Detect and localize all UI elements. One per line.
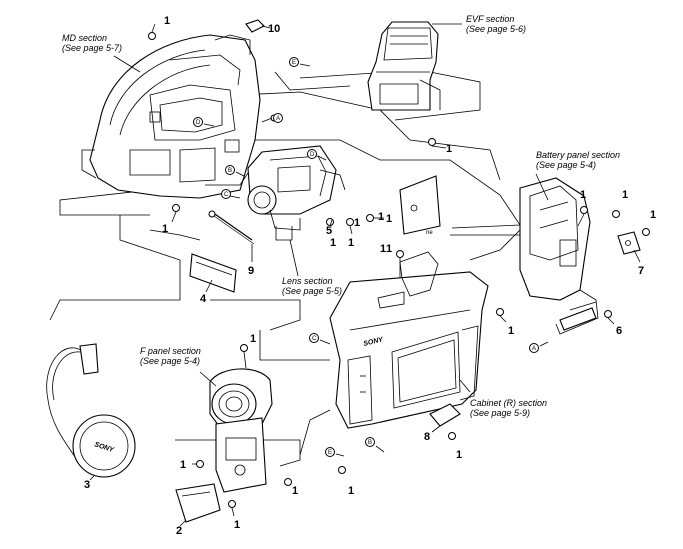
section-page-ref: (See page 5-5) — [282, 286, 343, 296]
callout: 4 — [200, 293, 207, 305]
svg-text:C: C — [224, 192, 229, 198]
section-page-ref: (See page 5-6) — [466, 24, 527, 34]
bracket-part-8 — [429, 403, 461, 427]
callout: 1 — [330, 237, 336, 249]
callout: 1 — [386, 213, 392, 225]
section-name: Cabinet (R) section — [470, 398, 548, 408]
marker-a-right: A — [529, 341, 549, 353]
f-panel-assembly — [209, 368, 273, 493]
section-name: MD section — [62, 33, 108, 43]
svg-text:E: E — [328, 450, 332, 456]
section-page-ref: (See page 5-7) — [62, 43, 123, 53]
callout: 10 — [268, 23, 280, 35]
evf-section-assembly — [367, 21, 441, 111]
bracket-ne — [399, 175, 441, 235]
leader-lines — [89, 23, 641, 527]
evf-section-label: EVF section (See page 5-6) — [466, 14, 526, 34]
part-code-ne: ne — [426, 230, 433, 236]
callout: 1 — [164, 15, 170, 27]
section-name: F panel section — [140, 346, 201, 356]
callout: 1 — [234, 519, 240, 531]
pin-part-9 — [208, 210, 255, 245]
marker-c-cabinet: C — [309, 333, 331, 345]
section-page-ref: (See page 5-9) — [470, 408, 531, 418]
marker-b-left: B — [225, 165, 245, 177]
callout: 8 — [424, 431, 430, 443]
callout: 1 — [378, 211, 384, 223]
svg-text:C: C — [312, 336, 317, 342]
callout: 3 — [84, 479, 90, 491]
marker-d-lens: D — [307, 149, 327, 161]
callout: 1 — [162, 223, 168, 235]
cabinet-r-section-label: Cabinet (R) section (See page 5-9) — [470, 398, 547, 418]
lens-section-label: Lens section (See page 5-5) — [282, 276, 342, 296]
svg-text:A: A — [532, 346, 536, 352]
callout: 1 — [456, 449, 462, 461]
callout: 2 — [176, 525, 182, 537]
svg-text:D: D — [196, 120, 201, 126]
marker-b-bottom: B — [365, 437, 385, 453]
marker-e-flex: E — [289, 57, 311, 67]
svg-text:D: D — [310, 152, 315, 158]
md-section-label: MD section (See page 5-7) — [62, 33, 122, 53]
callout: 5 — [326, 225, 332, 237]
brand-mark-cabinet: SONY — [363, 336, 385, 348]
marker-d-md: D — [193, 117, 215, 127]
marker-e-cabinet: E — [325, 447, 345, 457]
f-panel-section-label: F panel section (See page 5-4) — [140, 346, 201, 366]
cover-part-2 — [175, 483, 221, 523]
section-page-ref: (See page 5-4) — [536, 160, 597, 170]
callout: 9 — [248, 265, 254, 277]
svg-text:B: B — [228, 168, 232, 174]
section-name: EVF section — [466, 14, 515, 24]
marker-a-top: A — [261, 113, 283, 123]
cabinet-r-assembly — [329, 251, 489, 429]
marker-c-left: C — [221, 189, 241, 199]
lens-cap-part-3 — [46, 343, 136, 478]
md-section-assembly — [81, 34, 261, 199]
callout: 1 — [180, 459, 186, 471]
battery-panel-assembly — [519, 177, 599, 335]
battery-panel-section-label: Battery panel section (See page 5-4) — [536, 150, 620, 170]
flex-part-6 — [559, 307, 597, 331]
callout: 7 — [638, 265, 644, 277]
callout-numbers: 1 10 1 1 1 1 1 1 1 1 1 5 1 9 4 1 6 7 1 1… — [84, 15, 656, 537]
callout: 1 — [508, 325, 514, 337]
callout: 1 — [292, 485, 298, 497]
section-page-ref: (See page 5-4) — [140, 356, 201, 366]
callout: 1 — [250, 333, 256, 345]
svg-text:A: A — [276, 116, 280, 122]
callout: 1 — [380, 243, 386, 255]
svg-text:B: B — [368, 440, 372, 446]
callout: 1 — [622, 189, 628, 201]
svg-text:E: E — [292, 60, 296, 66]
lens-section-assembly — [247, 145, 346, 241]
flex-cables — [49, 69, 521, 467]
callout: 1 — [386, 243, 392, 255]
bracket-part-7 — [617, 231, 641, 255]
section-name: Lens section — [282, 276, 333, 286]
callout: 1 — [354, 217, 360, 229]
callout: 1 — [348, 237, 354, 249]
sheet-part-4 — [189, 253, 237, 293]
callout: 1 — [650, 209, 656, 221]
point-markers: A A B B C C D — [193, 57, 549, 457]
small-part-10 — [245, 19, 265, 33]
section-name: Battery panel section — [536, 150, 621, 160]
callout: 1 — [348, 485, 354, 497]
callout: 1 — [580, 189, 586, 201]
callout: 6 — [616, 325, 622, 337]
callout: 1 — [446, 143, 452, 155]
